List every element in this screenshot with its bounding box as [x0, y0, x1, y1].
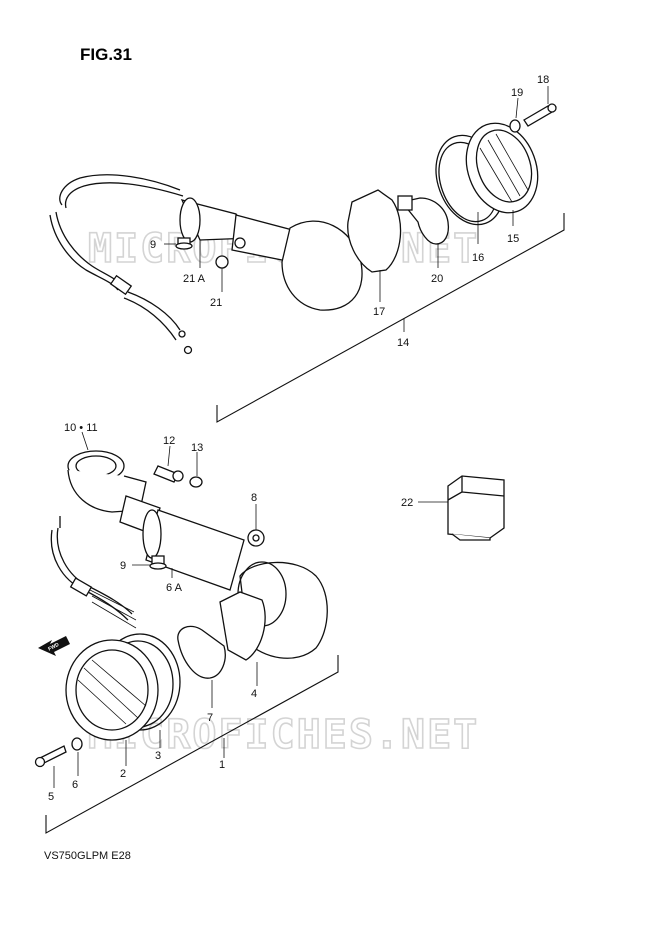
signal-housing-top — [281, 220, 363, 311]
label-19: 19 — [511, 87, 523, 99]
label-7: 7 — [207, 712, 213, 724]
bulb-20 — [400, 197, 450, 245]
screw-21 — [215, 255, 229, 269]
model-code: VS750GLPM E28 — [44, 850, 131, 862]
stem-screw-hole — [234, 237, 246, 249]
nut-13 — [189, 476, 203, 488]
wire-harness-top-a — [59, 174, 181, 206]
label-6a: 6 A — [166, 582, 183, 594]
label-6: 6 — [72, 779, 78, 791]
lens-15 — [465, 122, 539, 214]
forward-direction-arrow: FWD — [38, 636, 70, 656]
turn-signal-relay-22 — [447, 475, 505, 541]
label-21a: 21 A — [183, 273, 206, 285]
socket-plate-4 — [219, 591, 266, 661]
screw-12 — [153, 465, 179, 483]
label-12: 12 — [163, 435, 175, 447]
washer-6 — [71, 737, 83, 751]
label-20: 20 — [431, 273, 443, 285]
label-2: 2 — [120, 768, 126, 780]
label-8: 8 — [251, 492, 257, 504]
watermark-bottom: MICROFICHES.NET — [88, 712, 479, 758]
wire-terminal-2 — [183, 345, 193, 355]
label-3: 3 — [155, 750, 161, 762]
label-17: 17 — [373, 306, 385, 318]
figure-title: FIG.31 — [80, 45, 132, 64]
label-4: 4 — [251, 688, 257, 700]
signal-body-bottom — [145, 509, 245, 591]
leader-lines — [53, 86, 549, 788]
wire-connector-top — [109, 274, 133, 296]
label-18: 18 — [537, 74, 549, 86]
washer-19 — [509, 119, 521, 133]
fwd-arrow-label: FWD — [47, 642, 60, 653]
label-22: 22 — [401, 497, 413, 509]
bulb-7 — [177, 625, 226, 679]
assembly-bracket-14 — [216, 213, 565, 423]
label-5: 5 — [48, 791, 54, 803]
wire-terminal-1 — [178, 330, 186, 338]
label-15: 15 — [507, 233, 519, 245]
label-1: 1 — [219, 759, 225, 771]
label-10-11: 10 • 11 — [64, 422, 98, 434]
label-21: 21 — [210, 297, 222, 309]
label-16: 16 — [472, 252, 484, 264]
wire-connector-bottom — [69, 577, 93, 597]
label-9-top: 9 — [150, 239, 156, 251]
label-13: 13 — [191, 442, 203, 454]
wire-harness-bottom — [50, 529, 129, 621]
rear-turn-signal-assembly — [34, 450, 339, 834]
label-14: 14 — [397, 337, 409, 349]
lens-2 — [65, 639, 159, 741]
part-number-labels: 18 19 15 16 20 17 14 9 21 A 21 10 • 11 1… — [48, 74, 549, 803]
assembly-bracket-1 — [45, 655, 339, 834]
socket-plate-17 — [347, 189, 402, 273]
front-turn-signal-assembly — [49, 103, 565, 423]
label-9-bottom: 9 — [120, 560, 126, 572]
